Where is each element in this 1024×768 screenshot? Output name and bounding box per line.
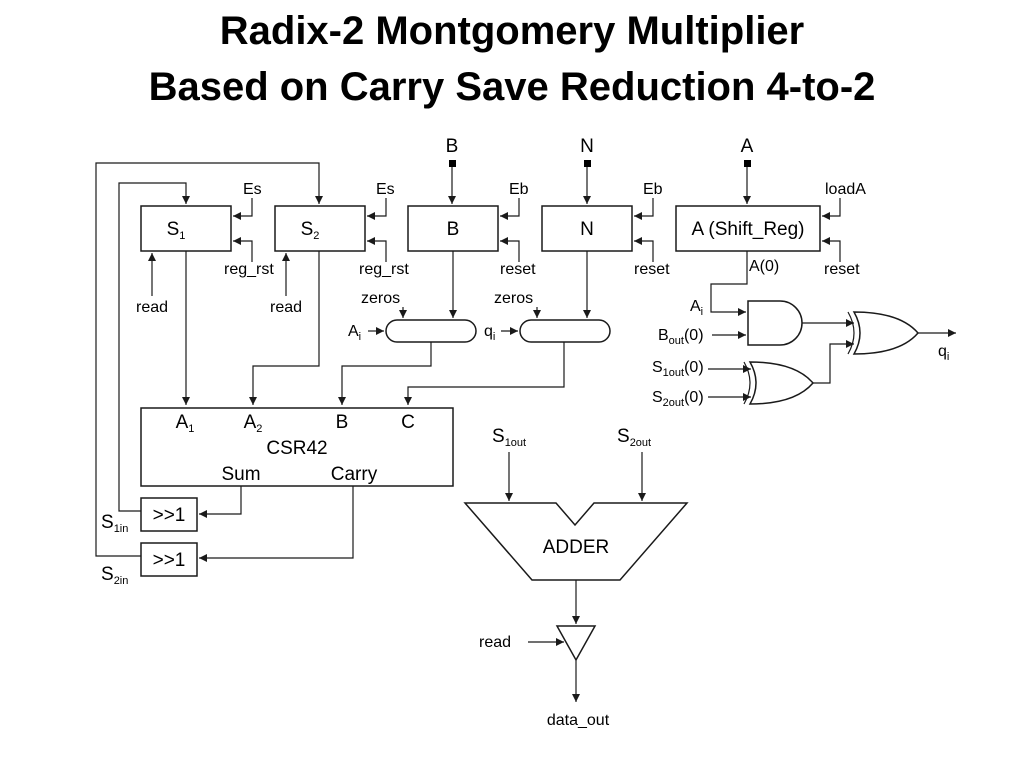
shift1-label: >>1	[153, 505, 186, 526]
csr42-port-b: B	[336, 412, 349, 433]
s1-register-label: S1	[167, 219, 186, 242]
data-out-label: data_out	[547, 712, 610, 729]
s2-controls: Es reg_rst read	[270, 181, 409, 316]
s1in-label: S1in	[101, 512, 128, 535]
csr42-port-a2: A2	[244, 412, 263, 435]
shift1-block	[140, 497, 198, 532]
b-eb-label: Eb	[509, 181, 529, 198]
n-reset-label: reset	[634, 261, 670, 278]
wire-feedback-s1	[118, 182, 190, 512]
b-register	[407, 205, 499, 252]
input-b-label: B	[446, 136, 459, 157]
xor-gate-out	[852, 311, 919, 355]
mux-n-sel-label: qi	[484, 323, 495, 343]
title-line-1: Radix-2 Montgomery Multiplier	[219, 9, 805, 53]
wire-muxb-to-b	[338, 342, 432, 405]
s2-reg-rst-label: reg_rst	[359, 261, 409, 278]
n-eb-label: Eb	[643, 181, 663, 198]
wire-muxn-to-c	[404, 342, 565, 405]
b-controls: Eb reset	[500, 181, 536, 278]
s1-es-label: Es	[243, 181, 262, 198]
wire-feedback-s2	[95, 162, 323, 557]
tristate-buffer	[555, 625, 597, 662]
s2-register	[274, 205, 366, 252]
a-shift-register	[675, 205, 821, 252]
s2in-label: S2in	[101, 564, 128, 587]
s2-read-label: read	[270, 299, 302, 316]
s2out0-label: S2out(0)	[652, 389, 704, 409]
mux-b-zeros-label: zeros	[361, 290, 400, 307]
and-gate	[747, 300, 803, 346]
s1-reg-rst-label: reg_rst	[224, 261, 274, 278]
a-reset-label: reset	[824, 261, 860, 278]
adder-s1out-label: S1out	[492, 426, 526, 449]
a-controls: loadA reset	[822, 181, 866, 278]
xor2-back-curve	[743, 361, 751, 405]
a-loada-label: loadA	[825, 181, 866, 198]
csr42-port-c: C	[401, 412, 415, 433]
wire-a0-to-and	[710, 251, 748, 316]
wire-xors-to-xor	[813, 340, 854, 384]
s2-register-label: S2	[301, 219, 320, 242]
csr42-label: CSR42	[266, 438, 327, 459]
csr42-port-a1: A1	[176, 412, 195, 435]
wire-sum-to-shift1	[199, 486, 242, 518]
a-shift-register-label: A (Shift_Reg)	[692, 219, 805, 240]
mux-n	[519, 319, 611, 343]
mux-b-sel-label: Ai	[348, 323, 361, 343]
input-n-label: N	[580, 136, 594, 157]
s1-read-label: read	[136, 299, 168, 316]
input-n-pin	[584, 160, 591, 167]
s1-controls: Es reg_rst read	[136, 181, 274, 316]
csr42-port-carry: Carry	[331, 464, 378, 485]
mux-n-zeros-label: zeros	[494, 290, 533, 307]
input-a-label: A	[741, 136, 754, 157]
s2-es-label: Es	[376, 181, 395, 198]
input-b-pin	[449, 160, 456, 167]
adder-block	[463, 502, 689, 581]
csr42-port-sum: Sum	[221, 464, 260, 485]
b-register-label: B	[447, 219, 460, 240]
wire-s2-to-a2	[249, 251, 320, 405]
n-controls: Eb reset	[634, 181, 670, 278]
s1out0-label: S1out(0)	[652, 359, 704, 379]
xor-gate-s	[748, 361, 814, 405]
input-a-pin	[744, 160, 751, 167]
buffer-read-label: read	[479, 634, 511, 651]
mux-b	[385, 319, 477, 343]
adder-s2out-label: S2out	[617, 426, 651, 449]
s1-register	[140, 205, 232, 252]
shift2-label: >>1	[153, 550, 186, 571]
and-ai-label: Ai	[690, 298, 703, 318]
n-register-label: N	[580, 219, 594, 240]
b-reset-label: reset	[500, 261, 536, 278]
wire-carry-to-shift2	[199, 486, 354, 562]
qi-out-label: qi	[938, 343, 949, 363]
title-line-2: Based on Carry Save Reduction 4-to-2	[148, 65, 876, 109]
bout0-label: Bout(0)	[658, 327, 704, 347]
a0-label: A(0)	[749, 258, 779, 275]
xor1-back-curve	[847, 311, 855, 355]
shift2-block	[140, 542, 198, 577]
csr42-block	[140, 407, 454, 487]
adder-label: ADDER	[543, 537, 610, 558]
